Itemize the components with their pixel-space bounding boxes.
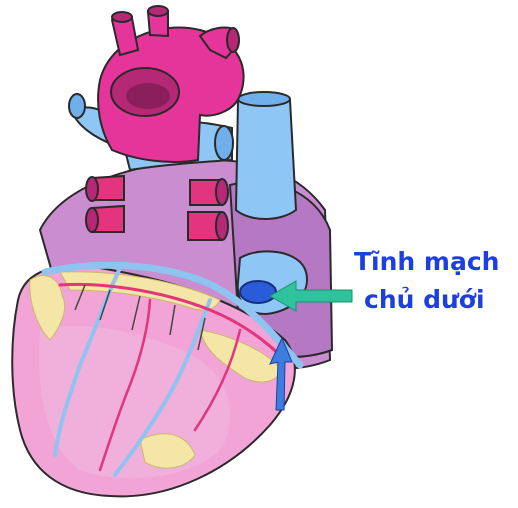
superior-vena-cava (236, 94, 296, 219)
inferior-vena-cava-opening (240, 281, 276, 303)
aortic-branch-2-opening (148, 6, 168, 16)
pulmonary-artery-right-opening (215, 126, 233, 160)
pulmonary-artery-left-opening (69, 94, 85, 118)
aortic-branch-3-opening (227, 28, 239, 52)
callout-label-line-1: Tĩnh mạch (354, 247, 499, 277)
aortic-branch-1-opening (112, 12, 132, 22)
superior-vena-cava-opening (238, 92, 290, 106)
callout-label-line-2: chủ dưới (364, 285, 485, 315)
aorta-lumen (126, 83, 170, 109)
